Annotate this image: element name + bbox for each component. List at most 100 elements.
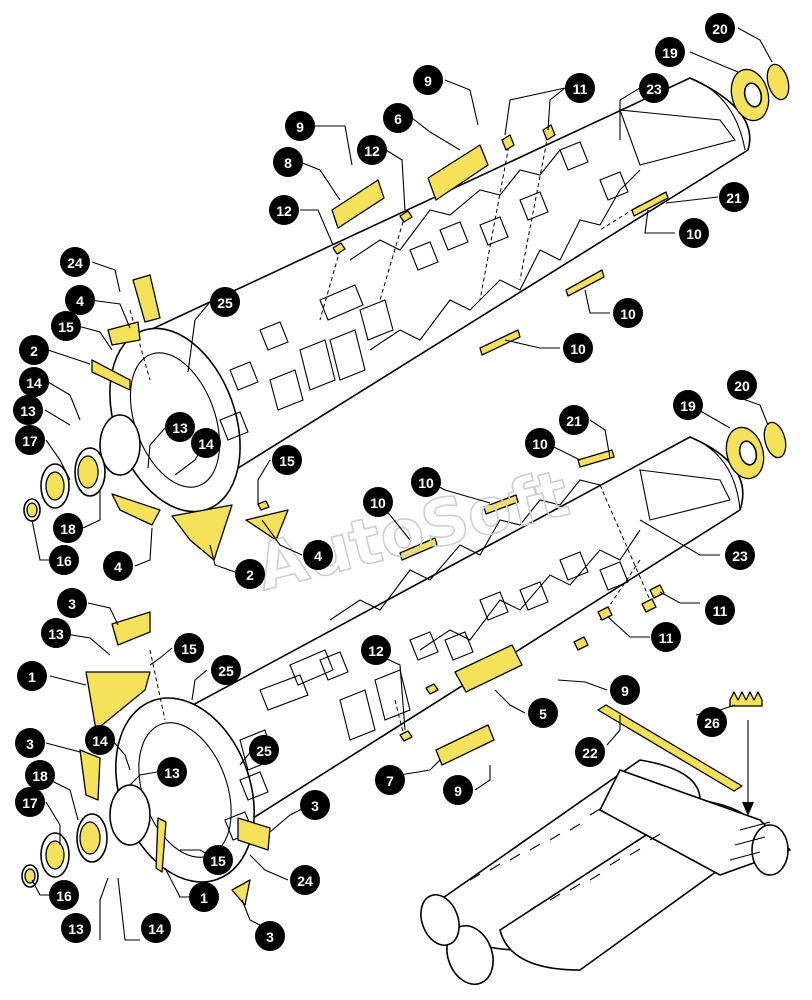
callout-badge — [49, 545, 79, 575]
callout-badge — [255, 921, 285, 951]
callout-number: 4 — [76, 293, 84, 309]
callout-number: 19 — [662, 45, 678, 61]
callout-number: 3 — [266, 929, 274, 945]
callout-number: 14 — [92, 733, 108, 749]
callout-5: 5 — [528, 698, 558, 728]
callout-badge — [141, 913, 171, 943]
callout-13: 13 — [165, 412, 195, 442]
callout-20: 20 — [705, 13, 735, 43]
callout-9: 9 — [413, 65, 443, 95]
callout-7: 7 — [375, 765, 405, 795]
callout-leaders — [31, 27, 773, 941]
callout-badge — [357, 135, 387, 165]
part-8-rasp-bar — [331, 179, 385, 229]
callout-19: 19 — [673, 390, 703, 420]
gear-20-lower — [763, 421, 787, 459]
part-6-rasp-bar — [427, 144, 489, 201]
callout-badge — [272, 445, 302, 475]
callout-number: 23 — [732, 548, 748, 564]
callout-badge — [57, 588, 87, 618]
callout-2: 2 — [19, 335, 49, 365]
part-3-paddle-upper — [111, 611, 151, 646]
callout-badge — [639, 73, 669, 103]
callout-number: 23 — [646, 81, 662, 97]
callout-number: 10 — [570, 341, 586, 357]
callout-badge — [613, 298, 643, 328]
callout-number: 2 — [246, 567, 254, 583]
callout-badge — [565, 73, 595, 103]
callout-number: 13 — [172, 420, 188, 436]
callout-3: 3 — [57, 588, 87, 618]
callout-number: 25 — [217, 295, 233, 311]
callout-badge — [51, 311, 81, 341]
callout-badge — [15, 728, 45, 758]
callout-badge — [41, 618, 71, 648]
callout-number: 3 — [311, 798, 319, 814]
callout-26: 26 — [697, 707, 727, 737]
callout-badge — [165, 412, 195, 442]
upper-rasp-bars — [219, 141, 629, 441]
callout-23: 23 — [725, 540, 755, 570]
callout-badge — [575, 737, 605, 767]
callout-16: 16 — [49, 880, 79, 910]
callout-badge — [60, 247, 90, 277]
callout-number: 16 — [56, 888, 72, 904]
callout-number: 24 — [67, 255, 83, 271]
callout-12: 12 — [269, 195, 299, 225]
callout-badge — [290, 865, 320, 895]
callout-number: 15 — [279, 453, 295, 469]
callout-badge — [705, 595, 735, 625]
callout-number: 24 — [297, 873, 313, 889]
callout-number: 9 — [296, 119, 304, 135]
callout-number: 18 — [32, 768, 48, 784]
callout-badge — [563, 333, 593, 363]
callout-number: 10 — [418, 475, 434, 491]
callout-15: 15 — [272, 445, 302, 475]
callout-badge — [679, 218, 709, 248]
lower-rasp-bars — [224, 551, 629, 841]
callout-number: 14 — [148, 921, 164, 937]
callout-badge — [13, 395, 43, 425]
callout-number: 20 — [734, 378, 750, 394]
callout-badge — [413, 65, 443, 95]
callout-22: 22 — [575, 737, 605, 767]
callout-badge — [174, 633, 204, 663]
callout-number: 10 — [686, 226, 702, 242]
callout-number: 3 — [26, 736, 34, 752]
part-7-rasp-bar — [435, 724, 495, 766]
part-1-shoe-left — [85, 671, 151, 731]
callout-11: 11 — [565, 73, 595, 103]
callout-badge — [273, 147, 303, 177]
part-2-shoe — [171, 504, 233, 561]
callout-number: 15 — [210, 853, 226, 869]
callout-1: 1 — [17, 661, 47, 691]
callout-badge — [300, 790, 330, 820]
callout-badge — [189, 882, 219, 912]
callout-number: 10 — [370, 495, 386, 511]
callout-11: 11 — [651, 622, 681, 652]
callout-number: 17 — [22, 433, 38, 449]
lower-hub-assembly — [21, 784, 151, 888]
callout-14: 14 — [191, 428, 221, 458]
callout-10: 10 — [525, 428, 555, 458]
callout-badge — [53, 513, 83, 543]
callout-9: 9 — [610, 675, 640, 705]
callout-24: 24 — [290, 865, 320, 895]
callout-badge — [375, 765, 405, 795]
part-10-plate-b — [565, 269, 605, 297]
callout-badge — [15, 787, 45, 817]
callout-badge — [673, 390, 703, 420]
callout-number: 1 — [28, 669, 36, 685]
callout-25: 25 — [210, 287, 240, 317]
callout-10: 10 — [363, 487, 393, 517]
callout-17: 17 — [15, 425, 45, 455]
callout-badge — [203, 845, 233, 875]
callout-number: 11 — [573, 81, 588, 97]
callout-19: 19 — [655, 37, 685, 67]
callout-number: 9 — [424, 73, 432, 89]
callout-number: 12 — [364, 143, 380, 159]
callout-3: 3 — [255, 921, 285, 951]
callout-badge — [363, 487, 393, 517]
callout-number: 9 — [621, 683, 629, 699]
